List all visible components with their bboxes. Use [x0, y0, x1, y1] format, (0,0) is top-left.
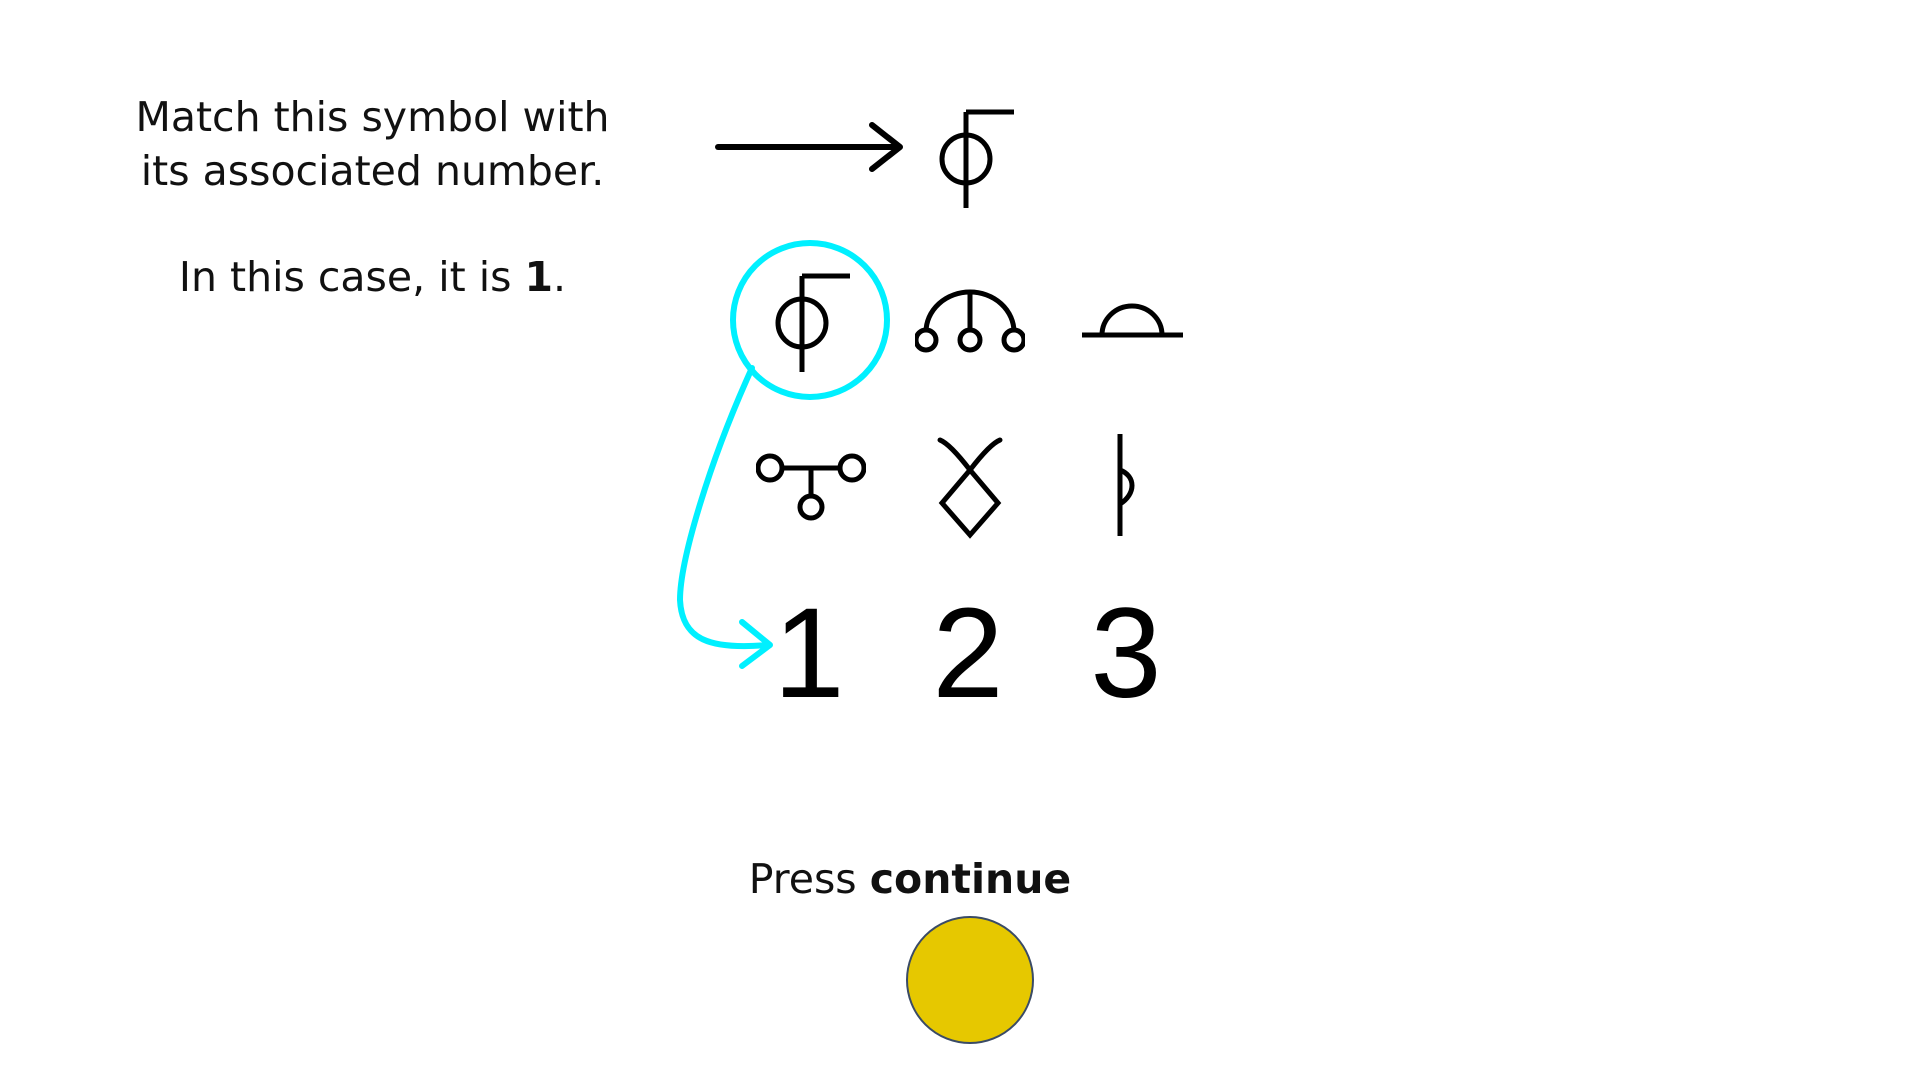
highlight-curve-arrow-icon: [676, 365, 771, 650]
answer-hint-suffix: .: [553, 253, 567, 301]
continue-button[interactable]: [906, 916, 1034, 1044]
number-2: 2: [932, 582, 1004, 725]
stem-half-loop-icon: [1117, 434, 1135, 536]
instruction-line-2: its associated number.: [140, 147, 605, 195]
number-3: 3: [1090, 582, 1162, 725]
answer-hint-number: 1: [524, 253, 554, 301]
three-circles-arch-icon: [915, 289, 1025, 353]
answer-hint: In this case, it is 1.: [90, 250, 655, 304]
phi-flag-icon: [775, 273, 850, 372]
continue-label: continue: [869, 855, 1072, 903]
half-dome-icon: [1082, 303, 1183, 338]
t-three-circles-icon: [756, 453, 866, 521]
phi-flag-icon: [939, 109, 1014, 208]
highlight-arrowhead-icon: [739, 619, 773, 669]
instruction-line-1: Match this symbol with: [135, 93, 610, 141]
horns-diamond-icon: [937, 437, 1003, 539]
number-1: 1: [773, 582, 845, 725]
press-label: Press: [748, 855, 870, 903]
arrow-right-icon: [715, 122, 903, 172]
answer-hint-prefix: In this case, it is: [178, 253, 525, 301]
instruction-text: Match this symbol with its associated nu…: [90, 90, 655, 198]
press-continue-text: Press continue: [700, 852, 1120, 906]
highlight-circle: [730, 240, 890, 400]
highlight-annotation: [676, 240, 890, 669]
